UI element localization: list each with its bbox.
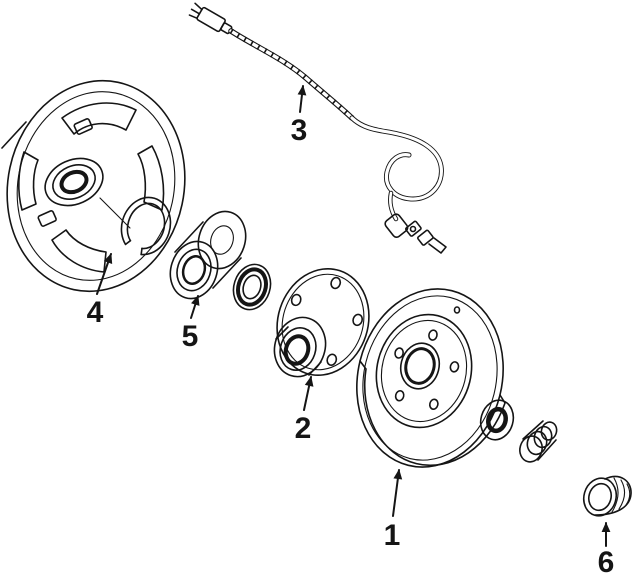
harness-cable-lead <box>387 190 399 222</box>
callout-label-2: 2 <box>295 412 312 445</box>
part-spindle-nut <box>519 420 558 463</box>
abs-sensor-head <box>384 213 447 254</box>
callout-label-6: 6 <box>598 546 615 579</box>
part-lock-washer <box>479 399 515 441</box>
callout-label-5: 5 <box>182 320 199 353</box>
part-abs-sensor-harness <box>188 2 447 254</box>
part-brake-rotor <box>356 288 506 468</box>
callouts: 1 2 3 4 5 6 <box>87 85 615 579</box>
callout-label-3: 3 <box>291 114 308 147</box>
harness-connector <box>188 2 233 35</box>
callout-arrow-5 <box>190 295 200 319</box>
callout-arrow-2 <box>303 376 314 411</box>
part-wheel-bearing <box>169 210 247 300</box>
callout-arrow-4 <box>96 253 113 295</box>
harness-cable-loop <box>349 115 444 202</box>
callout-arrow-3 <box>297 85 307 113</box>
part-hub-assembly <box>273 267 370 378</box>
part-grease-cap <box>582 475 632 517</box>
part-backing-plate <box>1 79 186 293</box>
callout-label-1: 1 <box>384 519 401 552</box>
callout-arrow-1 <box>392 469 403 517</box>
part-grease-seal <box>232 263 272 311</box>
part-snap-ring <box>120 196 172 256</box>
callout-label-4: 4 <box>87 296 104 329</box>
harness-cable-wrapped <box>228 28 355 121</box>
